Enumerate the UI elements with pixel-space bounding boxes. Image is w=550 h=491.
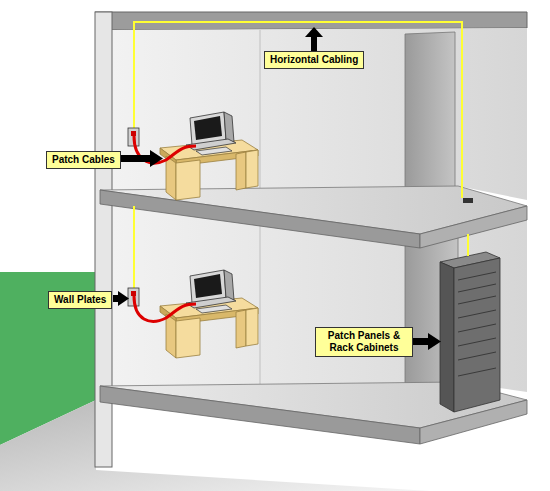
callout-label: Wall Plates	[48, 291, 112, 309]
label-text: Wall Plates	[54, 294, 106, 306]
label-text: Patch Panels & Rack Cabinets	[321, 330, 407, 354]
label-text: Patch Cables	[52, 154, 115, 166]
callout-label: Horizontal Cabling	[264, 51, 364, 69]
callout-label: Patch Cables	[46, 151, 121, 169]
label-text: Horizontal Cabling	[270, 54, 358, 66]
callout-label: Patch Panels & Rack Cabinets	[315, 327, 413, 357]
